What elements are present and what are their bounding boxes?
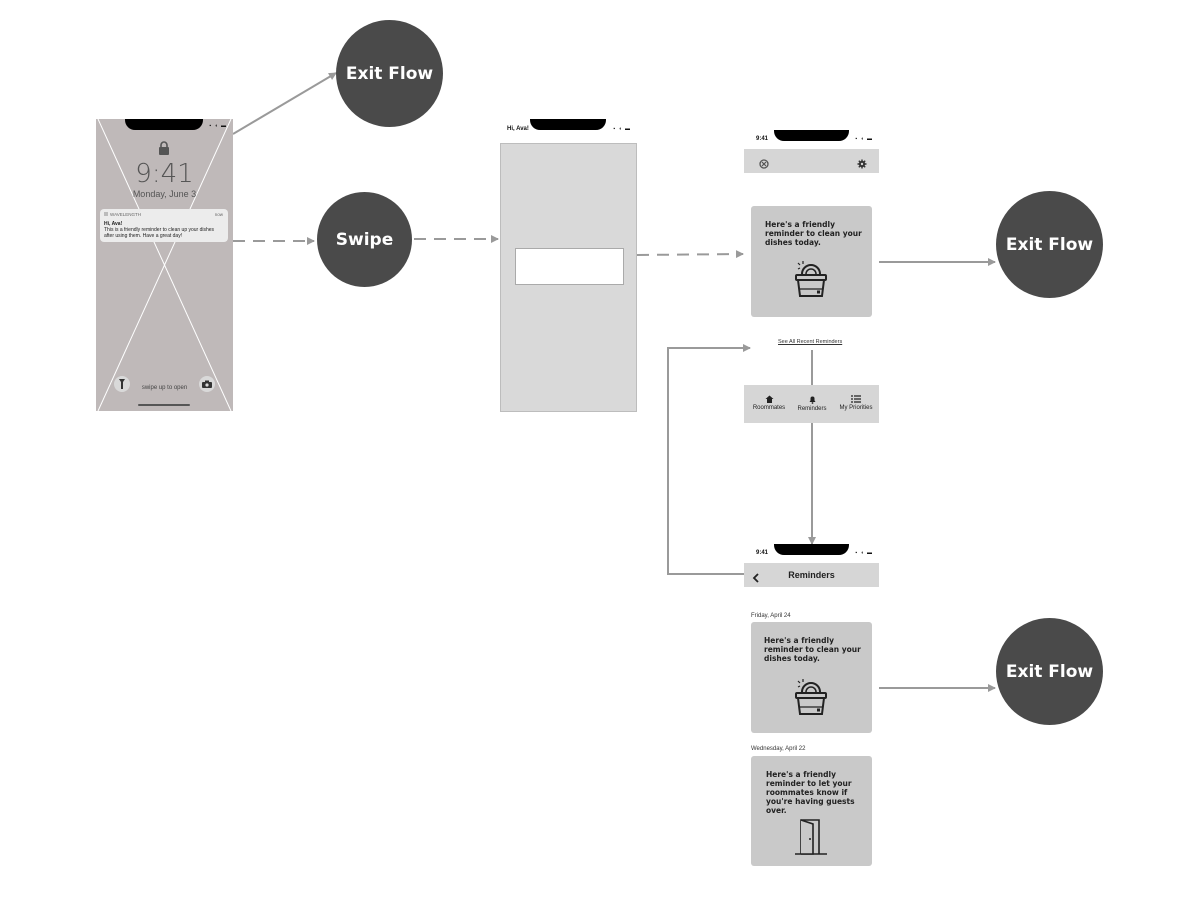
phone-notch [530, 119, 606, 130]
status-icons: ▪ ◖ ▬ [855, 550, 873, 556]
content-placeholder [515, 248, 624, 285]
reminder-text: Here's a friendly reminder to clean your… [765, 220, 862, 247]
reminders-header-bar: Reminders [744, 563, 879, 587]
notification-time: now [214, 212, 223, 217]
arrow-back-to-home [667, 344, 751, 575]
list-icon [836, 395, 876, 405]
app-icon [104, 212, 108, 216]
reminder-text: Here's a friendly reminder to let your r… [766, 770, 855, 815]
phone-notch [774, 130, 849, 141]
bell-icon [793, 395, 831, 406]
dish-basin-icon [792, 260, 830, 305]
tab-reminders[interactable]: Reminders [793, 395, 831, 412]
tab-roommates[interactable]: Roommates [749, 395, 789, 411]
exit-flow-node: Exit Flow [336, 20, 443, 127]
notification-card[interactable]: WAVELENGTH now Hi, Ava! This is a friend… [100, 209, 228, 242]
status-time: 9:41 [756, 550, 769, 556]
swipe-node: Swipe [317, 192, 412, 287]
reminder-card[interactable]: Here's a friendly reminder to clean your… [751, 206, 872, 317]
reminder-text: Here's a friendly reminder to clean your… [764, 636, 861, 663]
home-status-bar: 9:41 ▪ ◖ ▬ [744, 130, 879, 144]
reminders-title: Reminders [788, 570, 835, 580]
close-icon[interactable] [759, 156, 769, 174]
camera-icon[interactable] [199, 376, 215, 392]
tab-label: Roommates [752, 405, 786, 411]
lock-icon [158, 141, 170, 160]
tab-bar [744, 385, 879, 423]
door-icon [793, 818, 829, 861]
dish-basin-icon [792, 678, 830, 723]
exit-flow-node: Exit Flow [996, 618, 1103, 725]
phone-notch [125, 119, 203, 130]
reminders-status-bar: 9:41 ▪ ◖ ▬ [744, 544, 879, 558]
status-icons: ▪ ◖ ▬ [613, 126, 631, 132]
reminder-date: Friday, April 24 [751, 613, 791, 619]
placeholder-cross-lines [97, 119, 232, 411]
status-time: 9:41 [756, 136, 769, 142]
home-indicator[interactable] [138, 404, 190, 406]
home-icon [749, 395, 789, 405]
tab-my-priorities[interactable]: My Priorities [836, 395, 876, 411]
reminder-date: Wednesday, April 22 [751, 746, 806, 752]
exit-flow-node: Exit Flow [996, 191, 1103, 298]
lock-screen-mockup: ▪ ◖ ▬ 9:41 Monday, June 3 WAVELENGTH now… [96, 119, 233, 411]
reminder-card[interactable]: Here's a friendly reminder to let your r… [751, 756, 872, 866]
greeting: Hi, Ava! [507, 126, 529, 132]
notification-body: This is a friendly reminder to clean up … [104, 227, 215, 239]
status-icons: ▪ ◖ ▬ [855, 136, 873, 142]
arrow-loading-to-home [636, 250, 744, 259]
phone-notch [774, 544, 849, 555]
screen-placeholder [500, 143, 637, 412]
swipe-hint: swipe up to open [141, 385, 188, 391]
notification-title: Hi, Ava! [104, 221, 123, 227]
reminder-card[interactable]: Here's a friendly reminder to clean your… [751, 622, 872, 733]
status-icons: ▪ ◖ ▬ [209, 123, 227, 129]
lock-date: Monday, June 3 [132, 189, 197, 199]
arrow-lock-to-exit [232, 72, 337, 135]
home-header-bar [744, 149, 879, 173]
back-chevron-icon[interactable] [752, 570, 760, 588]
see-all-reminders-link[interactable]: See All Recent Reminders [778, 339, 843, 345]
flashlight-icon[interactable] [114, 376, 130, 392]
tab-label: Reminders [797, 406, 827, 412]
tab-label: My Priorities [839, 405, 873, 411]
loading-screen-mockup: Hi, Ava! ▪ ◖ ▬ [500, 119, 637, 412]
gear-icon[interactable] [857, 156, 867, 174]
notification-app-name: WAVELENGTH [110, 212, 142, 217]
lock-time: 9:41 [135, 159, 194, 189]
